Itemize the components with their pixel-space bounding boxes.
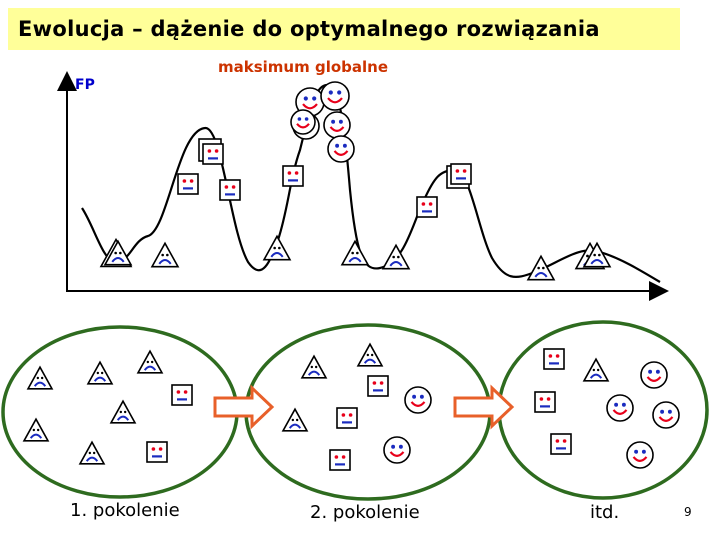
smiley-face-icon <box>640 361 668 389</box>
triangle-face-icon <box>381 243 411 270</box>
square-face-icon <box>534 391 556 413</box>
triangle-face-icon <box>86 360 114 385</box>
square-face-icon <box>450 163 472 185</box>
triangle-face-icon <box>582 241 612 268</box>
triangle-face-icon <box>103 239 133 266</box>
square-face-icon <box>367 375 389 397</box>
square-face-icon <box>219 179 241 201</box>
caption-generation-2: 2. pokolenie <box>310 502 420 523</box>
smiley-face-icon <box>404 386 432 414</box>
caption-generation-1: 1. pokolenie <box>70 500 180 521</box>
square-face-icon <box>329 449 351 471</box>
triangle-face-icon <box>526 254 556 281</box>
triangle-face-icon <box>78 440 106 465</box>
triangle-face-icon <box>340 239 370 266</box>
triangle-face-icon <box>281 407 309 432</box>
smiley-face-icon <box>383 436 411 464</box>
triangle-face-icon <box>356 342 384 367</box>
axis-label-fp: FP <box>75 77 95 93</box>
smiley-face-icon <box>652 401 680 429</box>
smiley-face-icon <box>323 111 351 139</box>
caption-etc: itd. <box>590 502 620 523</box>
square-face-icon <box>171 384 193 406</box>
smiley-face-icon <box>606 394 634 422</box>
square-face-icon <box>336 407 358 429</box>
smiley-face-icon <box>626 441 654 469</box>
square-face-icon <box>177 173 199 195</box>
smiley-face-icon <box>320 81 350 111</box>
triangle-face-icon <box>109 399 137 424</box>
triangle-face-icon <box>150 241 180 268</box>
global-maximum-label: maksimum globalne <box>218 58 388 76</box>
triangle-face-icon <box>582 357 610 382</box>
triangle-face-icon <box>136 349 164 374</box>
triangle-face-icon <box>22 417 50 442</box>
triangle-face-icon <box>300 354 328 379</box>
triangle-face-icon <box>26 365 54 390</box>
smiley-face-icon <box>327 135 355 163</box>
square-face-icon <box>202 143 224 165</box>
page-number: 9 <box>684 505 692 519</box>
triangle-face-icon <box>262 234 292 261</box>
square-face-icon <box>550 433 572 455</box>
slide-title: Ewolucja – dążenie do optymalnego rozwią… <box>8 8 680 50</box>
square-face-icon <box>416 196 438 218</box>
right-arrow-icon <box>213 384 275 430</box>
square-face-icon <box>282 165 304 187</box>
square-face-icon <box>146 441 168 463</box>
square-face-icon <box>543 348 565 370</box>
right-arrow-icon <box>453 384 515 430</box>
smiley-face-icon <box>290 109 316 135</box>
